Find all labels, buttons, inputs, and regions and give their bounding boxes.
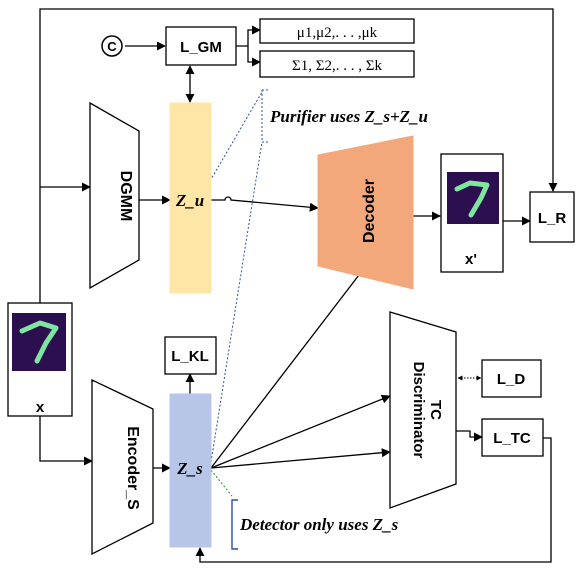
l-d-box: L_D [481, 359, 542, 398]
edge-lgm-mu [236, 25, 261, 47]
sigma-list-box: Σ1, Σ2,. . . , Σk [259, 50, 415, 78]
mu-list-box: μ1,μ2,. . . ,μk [259, 18, 415, 44]
svg-text:L_GM: L_GM [180, 39, 222, 56]
svg-text:L_D: L_D [497, 371, 526, 388]
svg-text:Z_s: Z_s [176, 459, 203, 478]
svg-text:Discriminator: Discriminator [410, 362, 427, 459]
x-prime-box: x' [440, 153, 504, 273]
svg-text:x': x' [465, 251, 477, 268]
c-node: C [101, 35, 123, 57]
svg-text:C: C [107, 39, 117, 54]
edge-zs-tc-2 [210, 448, 391, 469]
svg-text:L_KL: L_KL [171, 348, 209, 365]
edge-lgm-sigma [247, 46, 261, 67]
edge-tc-ltc [456, 430, 483, 442]
svg-text:L_TC: L_TC [493, 430, 531, 447]
svg-text:TC: TC [427, 400, 444, 420]
tc-discriminator-block: TC Discriminator [389, 311, 457, 509]
l-r-box: L_R [529, 191, 575, 243]
detector-bracket [210, 469, 233, 497]
svg-text:μ1,μ2,. . . ,μk: μ1,μ2,. . . ,μk [297, 25, 378, 41]
svg-text:L_R: L_R [538, 210, 567, 227]
z-s-block: Z_s [169, 393, 212, 548]
purifier-annotation: Purifier uses Z_s+Z_u [269, 107, 428, 126]
svg-text:Σ1, Σ2,. . . , Σk: Σ1, Σ2,. . . , Σk [292, 58, 382, 74]
dgmm-block: DGMM [89, 101, 140, 290]
purifier-bracket [209, 89, 268, 463]
edge-zu-decoder [211, 196, 319, 212]
svg-text:Decoder: Decoder [361, 179, 378, 243]
svg-text:Encoder_S: Encoder_S [124, 426, 141, 510]
detector-bracket-brace [231, 499, 238, 550]
svg-text:Z_u: Z_u [175, 191, 204, 210]
edge-ltc-feedback [195, 437, 552, 563]
l-tc-box: L_TC [481, 418, 544, 457]
svg-text:DGMM: DGMM [117, 171, 134, 222]
encoder-s-block: Encoder_S [91, 378, 154, 556]
edge-zs-tc-1 [210, 394, 391, 469]
z-u-block: Z_u [169, 102, 212, 294]
l-gm-box: L_GM [165, 26, 237, 66]
edge-zs-decoder [210, 257, 373, 469]
svg-text:x: x [36, 399, 45, 416]
x-input-box: x [7, 302, 73, 417]
detector-annotation: Detector only uses Z_s [239, 515, 399, 534]
l-kl-box: L_KL [164, 336, 217, 375]
decoder-block: Decoder [317, 135, 414, 290]
edge-x-encoder [39, 416, 93, 466]
edge-x-to-lr [39, 8, 558, 303]
connectors [39, 8, 558, 563]
